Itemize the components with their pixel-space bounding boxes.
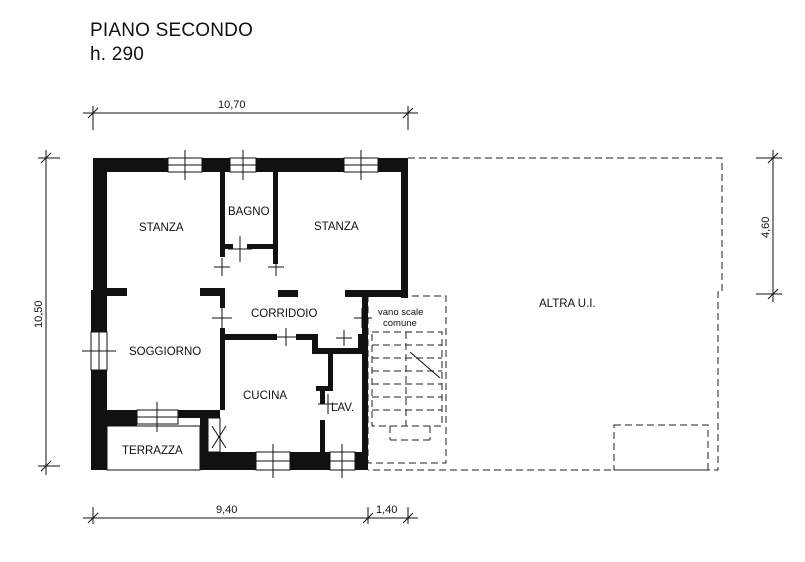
room-label-stanza-right: STANZA [314, 221, 359, 233]
ceiling-height-note: h. 290 [90, 44, 145, 65]
altra-ui-outline [368, 157, 723, 471]
dimension-right [756, 150, 782, 302]
dimension-right-label: 4,60 [760, 217, 772, 238]
dimension-stair-label: 1,40 [376, 504, 397, 516]
dimension-left [38, 150, 60, 475]
room-label-cucina: CUCINA [243, 390, 287, 402]
door-marks [207, 236, 372, 453]
room-label-stanza-left: STANZA [139, 222, 184, 234]
room-label-vano-scale: vano scale [378, 307, 423, 318]
room-label-lav: LAV. [331, 402, 354, 414]
dimension-top-label: 10,70 [218, 99, 246, 111]
plan-title: PIANO SECONDO [90, 20, 254, 41]
room-label-terrazza: TERRAZZA [122, 445, 183, 457]
room-label-comune: comune [383, 318, 417, 329]
room-label-altra-ui: ALTRA U.I. [539, 298, 596, 310]
dimension-top [83, 106, 418, 130]
dimension-bottom [83, 507, 418, 524]
room-label-bagno: BAGNO [228, 206, 270, 218]
walls [91, 158, 408, 471]
dimension-bottom-label: 9,40 [216, 504, 237, 516]
dimension-left-label: 10,50 [33, 300, 45, 328]
room-label-soggiorno: SOGGIORNO [129, 346, 201, 358]
room-label-corridoio: CORRIDOIO [251, 308, 318, 320]
windows [82, 150, 379, 478]
